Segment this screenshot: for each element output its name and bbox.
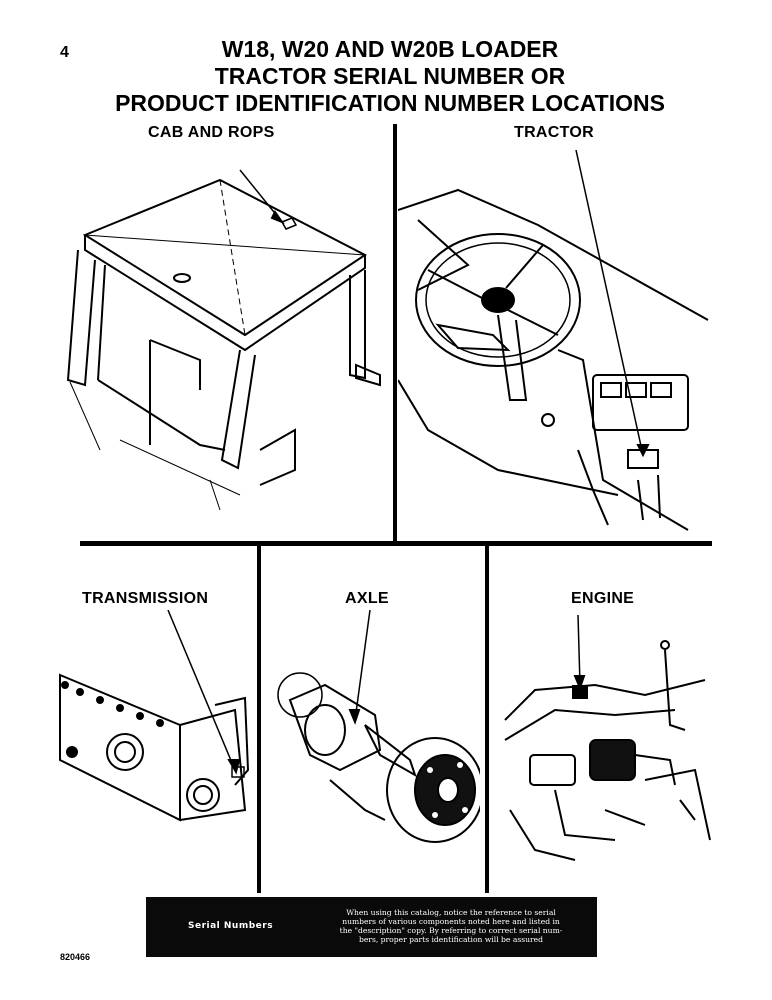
note-line-1: When using this catalog, notice the refe… xyxy=(346,908,556,917)
label-axle: AXLE xyxy=(345,590,389,607)
divider-top-vertical xyxy=(393,124,397,542)
note-line-4: bers, proper parts identification will b… xyxy=(358,935,544,944)
cab-rops-illustration xyxy=(66,169,381,511)
note-line-2: numbers of various components noted here… xyxy=(342,917,560,926)
label-engine: ENGINE xyxy=(571,590,635,607)
label-cab-and-rops: CAB AND ROPS xyxy=(148,124,275,141)
divider-horizontal xyxy=(80,541,712,546)
document-code: 820466 xyxy=(60,952,91,962)
serial-numbers-note: Serial Numbers When using this catalog, … xyxy=(146,897,597,957)
engine-illustration xyxy=(504,614,711,861)
serial-numbers-heading: Serial Numbers xyxy=(188,921,274,931)
title-line-1: W18, W20 AND W20B LOADER xyxy=(221,36,559,62)
title-line-2: TRACTOR SERIAL NUMBER OR xyxy=(214,63,566,89)
note-line-3: the "description" copy. By referring to … xyxy=(339,926,563,935)
page-number: 4 xyxy=(60,44,69,61)
title-line-3: PRODUCT IDENTIFICATION NUMBER LOCATIONS xyxy=(115,90,665,116)
divider-bottom-right xyxy=(485,541,489,893)
transmission-illustration xyxy=(59,610,250,822)
serial-numbers-text: When using this catalog, notice the refe… xyxy=(316,908,586,944)
label-tractor: TRACTOR xyxy=(514,124,595,141)
divider-bottom-left xyxy=(257,541,261,893)
page-title: W18, W20 AND W20B LOADER TRACTOR SERIAL … xyxy=(80,36,700,117)
label-transmission: TRANSMISSION xyxy=(82,590,209,607)
axle-illustration xyxy=(277,610,480,843)
tractor-illustration xyxy=(398,150,709,531)
